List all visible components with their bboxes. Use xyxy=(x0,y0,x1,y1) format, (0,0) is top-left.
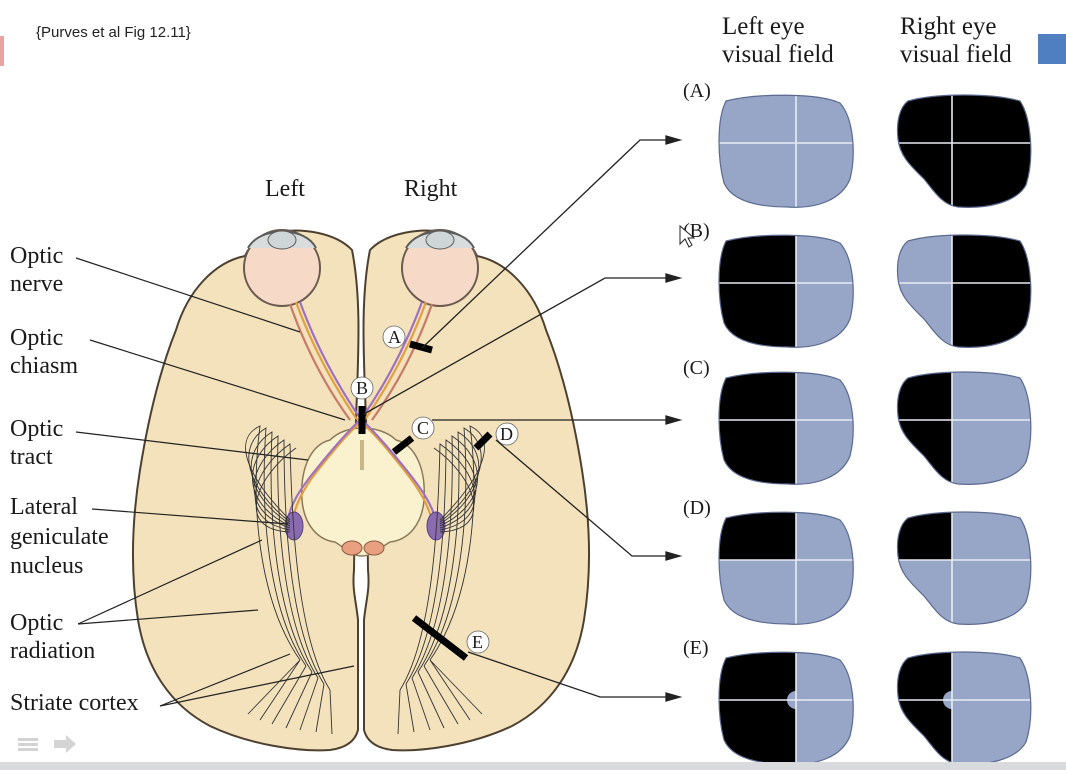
lesion-d-marker: D xyxy=(495,422,519,446)
brain xyxy=(131,229,591,752)
right-eye xyxy=(401,229,479,307)
right-eye-field-row-1 xyxy=(896,234,1032,348)
left-label: Left xyxy=(265,176,305,202)
optic-radiation-label-2: radiation xyxy=(10,638,95,664)
lesion-arrows xyxy=(363,135,683,702)
field-outline xyxy=(718,651,854,765)
optic-radiation-left xyxy=(245,425,333,735)
right-eye-field-row-4 xyxy=(896,651,1032,765)
field-outline xyxy=(718,234,854,348)
lost-field xyxy=(719,512,796,560)
lesion-d-letter: D xyxy=(500,424,513,444)
visual-field-rows: (A)(B)(C)(D)(E) xyxy=(683,80,1032,765)
lesion-e-bar xyxy=(411,615,469,661)
slide-edge-accent xyxy=(0,36,4,66)
lost-field xyxy=(897,95,1031,208)
lesion-e-marker: E xyxy=(466,630,490,654)
notes-icon[interactable] xyxy=(18,738,38,751)
striate-cortex-label: Striate cortex xyxy=(10,690,139,716)
mammillary-body-left xyxy=(341,540,363,556)
lesion-c-marker: C xyxy=(411,416,435,440)
leader-lines xyxy=(75,257,355,707)
bottom-bar xyxy=(0,762,1066,770)
left-eye-field-row-0 xyxy=(718,94,854,208)
optic-nerve-label-1: Optic xyxy=(10,243,63,269)
right-eye-header-line1: Right eye xyxy=(900,13,997,40)
field-row-label: (A) xyxy=(683,80,711,102)
mouse-cursor-icon xyxy=(679,224,696,248)
lgn-label-3: nucleus xyxy=(10,553,83,579)
lesion-a-letter: A xyxy=(388,327,401,347)
lesion-a-bar xyxy=(409,340,433,354)
right-eye-field-row-2 xyxy=(896,371,1032,485)
lgn-label-2: geniculate xyxy=(10,524,109,550)
lesion-d-bar xyxy=(473,431,493,451)
lost-field xyxy=(952,235,1031,348)
right-eye-field-row-3 xyxy=(896,511,1032,625)
left-eye xyxy=(243,229,321,307)
lesion-a-marker: A xyxy=(382,325,406,349)
field-outline xyxy=(896,234,1032,348)
optic-nerve-label-2: nerve xyxy=(10,271,63,297)
left-eye-field-row-3 xyxy=(718,511,854,625)
lesion-b-marker: B xyxy=(350,376,374,400)
left-eye-field-row-4 xyxy=(718,651,854,765)
lesion-c-letter: C xyxy=(417,418,429,438)
lost-field xyxy=(897,372,952,485)
field-outline xyxy=(896,94,1032,208)
lost-field xyxy=(719,372,796,485)
field-row-label: (C) xyxy=(683,357,710,379)
left-eye-field-row-2 xyxy=(718,371,854,485)
citation: {Purves et al Fig 12.11} xyxy=(36,24,191,41)
lgn-label-1: Lateral xyxy=(10,494,78,520)
lost-field xyxy=(719,235,796,348)
lesion-e-letter: E xyxy=(472,632,483,652)
field-outline xyxy=(718,371,854,485)
optic-fibers xyxy=(286,301,438,521)
blue-legend-square xyxy=(1038,34,1066,64)
lesion-c-bar xyxy=(391,435,415,455)
field-row-label: (D) xyxy=(683,497,711,519)
midbrain xyxy=(301,427,425,557)
field-outline xyxy=(896,511,1032,625)
right-eye-field-row-0 xyxy=(896,94,1032,208)
lost-field xyxy=(897,652,952,765)
field-outline xyxy=(896,371,1032,485)
left-eye-field-row-1 xyxy=(718,234,854,348)
optic-radiation-right xyxy=(397,425,485,735)
lost-field xyxy=(719,652,796,765)
optic-tract-label-1: Optic xyxy=(10,416,63,442)
field-outline xyxy=(718,511,854,625)
left-eye-header-line1: Left eye xyxy=(722,13,805,40)
lesion-b-letter: B xyxy=(356,378,368,398)
right-eye-header-line2: visual field xyxy=(900,41,1012,68)
left-eye-header-line2: visual field xyxy=(722,41,834,68)
mammillary-body-right xyxy=(363,540,385,556)
optic-tract-label-2: tract xyxy=(10,444,53,470)
right-label: Right xyxy=(404,176,458,202)
optic-chiasm-label-2: chiasm xyxy=(10,353,78,379)
optic-radiation-label-1: Optic xyxy=(10,610,63,636)
field-row-label: (E) xyxy=(683,637,709,659)
lesion-markers xyxy=(358,340,493,661)
optic-chiasm-label-1: Optic xyxy=(10,325,63,351)
forward-arrow-icon[interactable] xyxy=(54,735,76,753)
seen-field xyxy=(719,95,854,208)
field-outline xyxy=(718,94,854,208)
